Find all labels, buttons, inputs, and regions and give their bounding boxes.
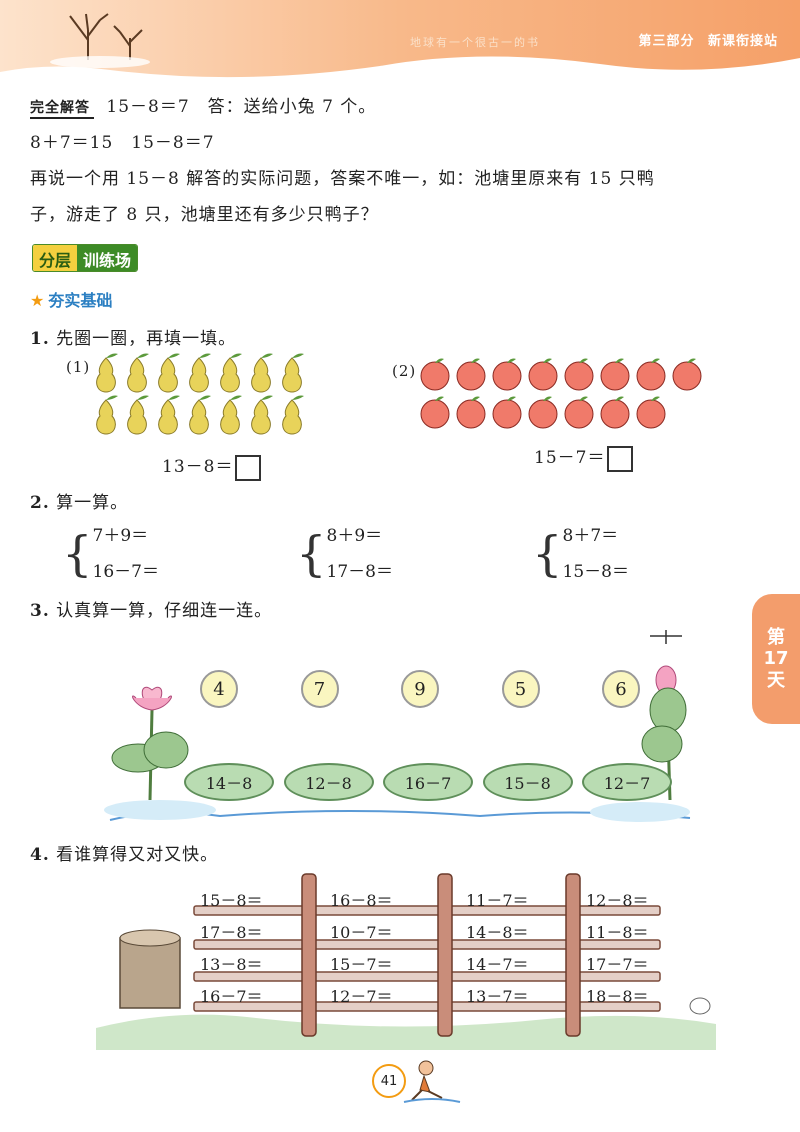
solution-line-1: 完全解答 15－8＝7 答：送给小兔 7 个。	[30, 92, 376, 119]
leaf-expression[interactable]: 12－7	[582, 763, 672, 801]
lotus-icon	[111, 686, 189, 801]
pear-icon	[158, 353, 180, 393]
leaf-expression[interactable]: 12－8	[283, 763, 374, 801]
bare-trees-icon	[69, 13, 143, 60]
page-number: 41	[372, 1064, 406, 1098]
rock-icon	[689, 997, 711, 1015]
q4-column-1: 15－8＝ 17－8＝ 13－8＝ 16－7＝	[200, 891, 263, 1006]
pear-icon	[251, 353, 273, 393]
pear-icon	[220, 395, 242, 435]
pear-icon	[189, 395, 211, 435]
leaf-expression[interactable]: 16－7	[383, 763, 473, 801]
q1-part2-label: (2)	[392, 362, 417, 380]
q1-part2-equation: 15－7＝	[534, 443, 634, 472]
leaf-expression[interactable]: 14－8	[184, 763, 274, 801]
number-circle[interactable]: 7	[300, 670, 339, 708]
badge-part-b: 训练场	[77, 245, 138, 271]
pear-icon	[127, 353, 149, 393]
running-kid-icon	[403, 1060, 461, 1103]
section-badge: 分层 训练场	[32, 244, 139, 272]
pears-illustration	[96, 353, 304, 435]
apple-icon	[492, 396, 522, 429]
apple-icon	[528, 396, 558, 429]
q2-group-1: { 7＋9＝ 16－7＝	[62, 526, 159, 582]
fence-illustration	[96, 873, 716, 1050]
brace-icon: {	[62, 526, 93, 582]
number-circle[interactable]: 5	[501, 670, 540, 708]
q1-part1-label: (1)	[66, 358, 91, 376]
brace-icon: {	[296, 526, 327, 582]
q3-number-row: 4 7 9 5 6	[200, 670, 640, 708]
apple-icon	[564, 358, 594, 391]
day-side-tab: 第 17 天	[752, 594, 800, 724]
header-banner	[0, 0, 800, 78]
apple-icon	[636, 358, 666, 391]
leaf-expression[interactable]: 15－8	[482, 763, 573, 801]
pond-illustration	[104, 630, 691, 822]
apple-icon	[456, 396, 486, 429]
apple-icon	[492, 358, 522, 391]
apple-icon	[420, 396, 450, 429]
solution-line-3: 再说一个用 15－8 解答的实际问题，答案不唯一，如：池塘里原来有 15 只鸭	[30, 169, 655, 189]
q2-group-2: { 8＋9＝ 17－8＝	[296, 526, 393, 582]
tree-stump-icon	[119, 929, 181, 1009]
header-faint-text: 地球有一个很古一的书	[410, 36, 540, 49]
solution-line-4: 子，游走了 8 只，池塘里还有多少只鸭子？	[30, 205, 379, 225]
pear-icon	[251, 395, 273, 435]
q3-heading: 3. 认真算一算，仔细连一连。	[30, 601, 273, 621]
pear-icon	[127, 395, 149, 435]
apple-icon	[600, 396, 630, 429]
q4-column-4: 12－8＝ 11－8＝ 17－7＝ 18－8＝	[586, 891, 649, 1006]
number-circle[interactable]: 4	[200, 670, 238, 708]
q1-heading: 1. 先圈一圈，再填一填。	[30, 329, 237, 349]
number-circle[interactable]: 9	[401, 670, 439, 708]
apples-illustration	[420, 358, 702, 429]
apple-icon	[600, 358, 630, 391]
solution-label: 完全解答	[30, 97, 94, 119]
pear-icon	[96, 353, 118, 393]
q3-leaf-row: 14－8 12－8 16－7 15－8 12－7	[184, 763, 672, 801]
star-icon: ★	[30, 291, 45, 310]
badge-part-a: 分层	[33, 245, 78, 271]
apple-icon	[636, 396, 666, 429]
pear-icon	[189, 353, 211, 393]
q1-part1-equation: 13－8＝	[162, 452, 262, 481]
q4-column-3: 11－7＝ 14－8＝ 14－7＝ 13－7＝	[466, 891, 529, 1006]
apple-icon	[456, 358, 486, 391]
apple-icon	[528, 358, 558, 391]
q2-heading: 2. 算一算。	[30, 493, 129, 513]
q2-group-3: { 8＋7＝ 15－8＝	[532, 526, 629, 582]
q4-column-2: 16－8＝ 10－7＝ 15－7＝ 12－7＝	[330, 891, 393, 1006]
apple-icon	[564, 396, 594, 429]
solution-line-2: 8＋7＝15 15－8＝7	[30, 133, 215, 153]
pear-icon	[96, 395, 118, 435]
pear-icon	[282, 353, 304, 393]
header-section-title: 第三部分 新课衔接站	[630, 30, 778, 49]
section-label: 第三部分	[638, 34, 695, 49]
q4-heading: 4. 看谁算得又对又快。	[30, 845, 219, 865]
number-circle[interactable]: 6	[602, 670, 640, 708]
answer-box[interactable]	[607, 445, 634, 472]
apple-icon	[672, 358, 702, 391]
solution-text-1: 15－8＝7 答：送给小兔 7 个。	[106, 97, 377, 117]
pear-icon	[220, 353, 242, 393]
subsection-title: ★夯实基础	[30, 291, 113, 310]
pear-icon	[282, 395, 304, 435]
subsection-label: 新课衔接站	[707, 34, 778, 49]
answer-box[interactable]	[235, 454, 262, 481]
pear-icon	[158, 395, 180, 435]
brace-icon: {	[532, 526, 563, 582]
apple-icon	[420, 358, 450, 391]
